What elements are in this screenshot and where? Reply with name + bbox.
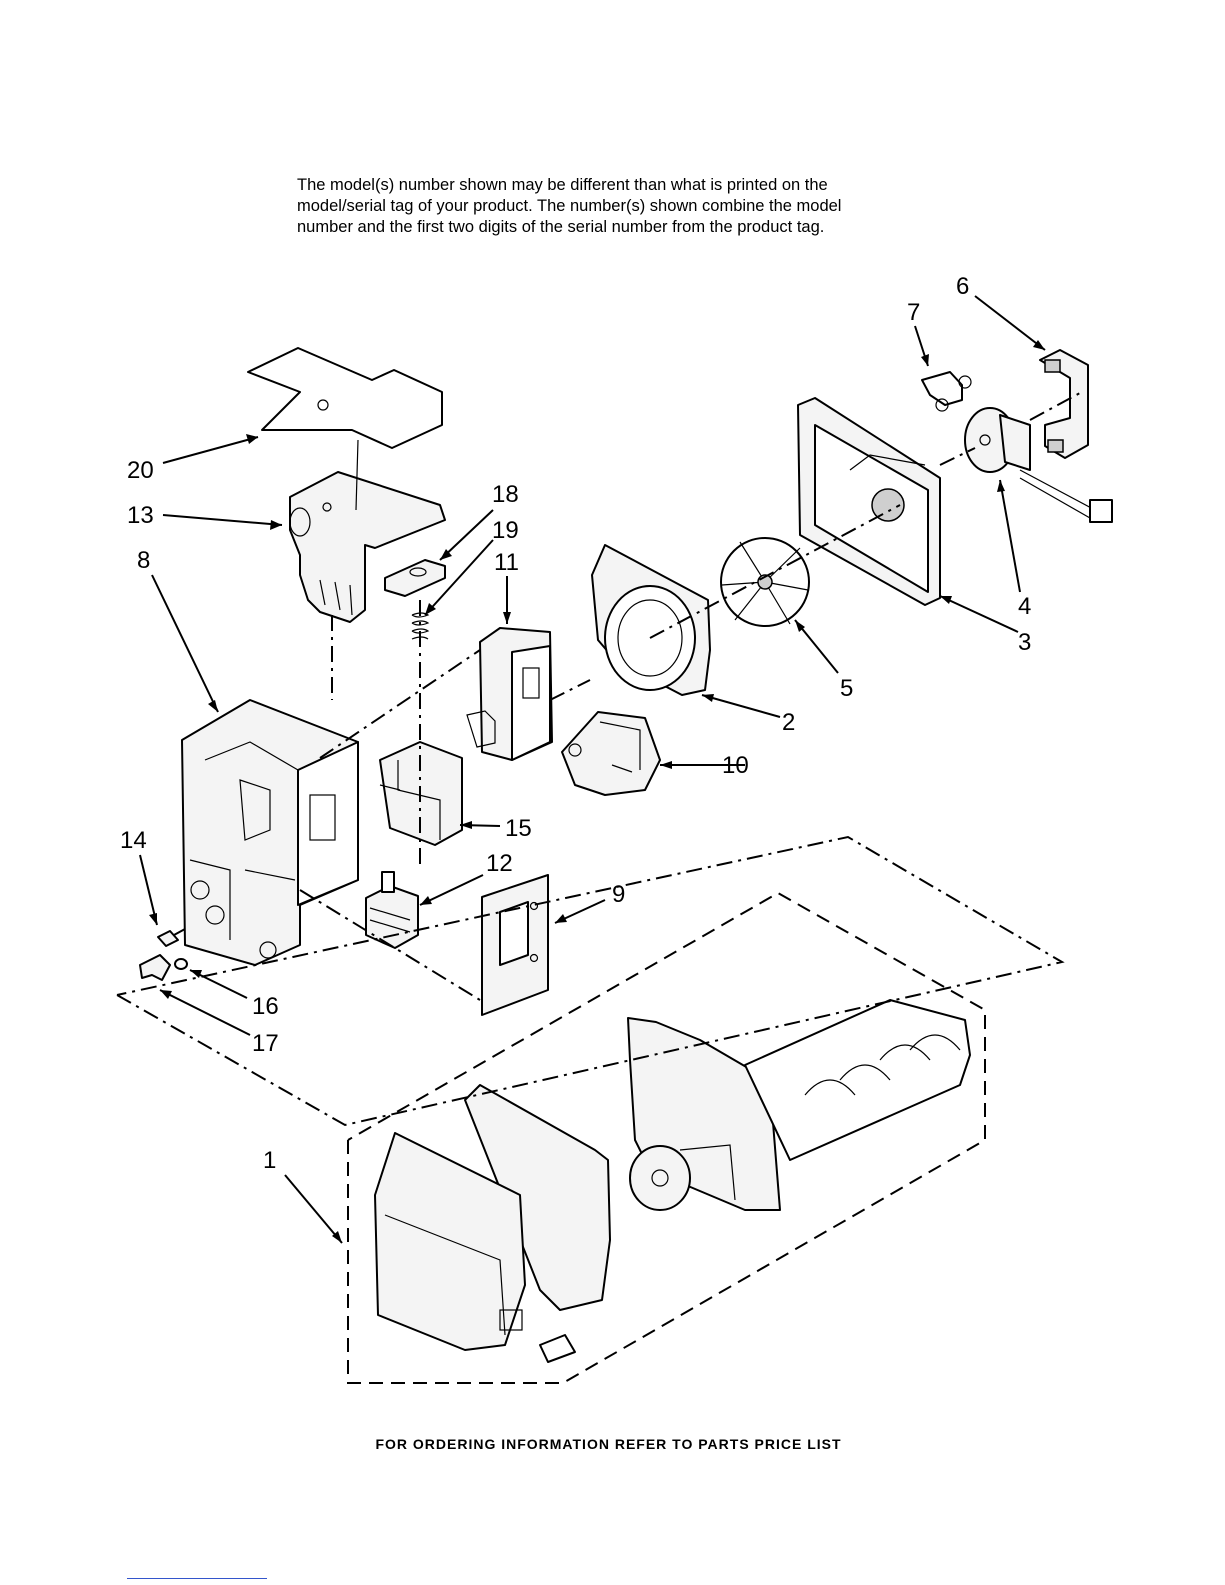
callout-18: 18 <box>492 481 519 508</box>
callout-6: 6 <box>956 273 969 300</box>
part-4-fan-motor <box>964 407 1113 523</box>
callout-19: 19 <box>492 517 519 544</box>
upper-assembly-boundary <box>116 835 1065 1127</box>
part-18-retainer <box>384 559 446 597</box>
part-9-cover-plate <box>481 874 549 1016</box>
part-6-motor-bracket <box>1039 349 1089 459</box>
footer-text: FOR ORDERING INFORMATION REFER TO PARTS … <box>375 1436 842 1452</box>
callout-15: 15 <box>505 815 532 842</box>
callout-2: 2 <box>782 709 795 736</box>
callout-10: 10 <box>722 752 749 779</box>
part-20-gasket <box>247 347 443 449</box>
part-10-gearbox <box>561 711 661 796</box>
callout-11: 11 <box>494 549 519 576</box>
callout-7: 7 <box>907 299 920 326</box>
part-11-switch-housing <box>466 627 553 761</box>
callout-4: 4 <box>1018 593 1031 620</box>
callout-3: 3 <box>1018 629 1031 656</box>
part-14-screw <box>157 928 186 947</box>
part-19-spring <box>411 612 430 640</box>
model-number-note: The model(s) number shown may be differe… <box>297 175 937 238</box>
part-16-washer <box>174 958 188 970</box>
callout-12: 12 <box>486 850 513 877</box>
part-2-shroud <box>591 544 711 696</box>
page-bottom-rule <box>127 1578 267 1579</box>
alignment-lines <box>299 392 1081 1001</box>
part-17-clip <box>139 954 171 981</box>
part-1-ice-bin-assembly <box>374 999 971 1363</box>
part-7-clip <box>921 371 972 412</box>
note-line-3: number and the first two digits of the s… <box>297 218 825 236</box>
callout-8: 8 <box>137 547 150 574</box>
note-line-2: model/serial tag of your product. The nu… <box>297 197 842 215</box>
callout-numbers: 1 2 3 4 5 6 7 8 9 10 11 12 13 14 15 16 1… <box>120 273 1031 1174</box>
note-line-1: The model(s) number shown may be differe… <box>297 176 828 194</box>
callout-5: 5 <box>840 675 853 702</box>
callout-1: 1 <box>263 1147 276 1174</box>
callout-17: 17 <box>252 1030 279 1057</box>
ordering-info-footer: FOR ORDERING INFORMATION REFER TO PARTS … <box>0 1436 1225 1452</box>
callout-20: 20 <box>127 457 154 484</box>
leader-arrows <box>139 295 1046 1244</box>
callout-9: 9 <box>612 881 625 908</box>
part-8-main-housing <box>181 699 359 966</box>
callout-16: 16 <box>252 993 279 1020</box>
part-3-frame <box>797 397 941 606</box>
part-12-solenoid <box>365 871 419 949</box>
part-5-fan-blade <box>720 537 810 627</box>
callout-14: 14 <box>120 827 147 854</box>
ice-bin-boundary <box>347 891 986 1384</box>
callout-13: 13 <box>127 502 154 529</box>
part-13-housing <box>289 439 446 623</box>
